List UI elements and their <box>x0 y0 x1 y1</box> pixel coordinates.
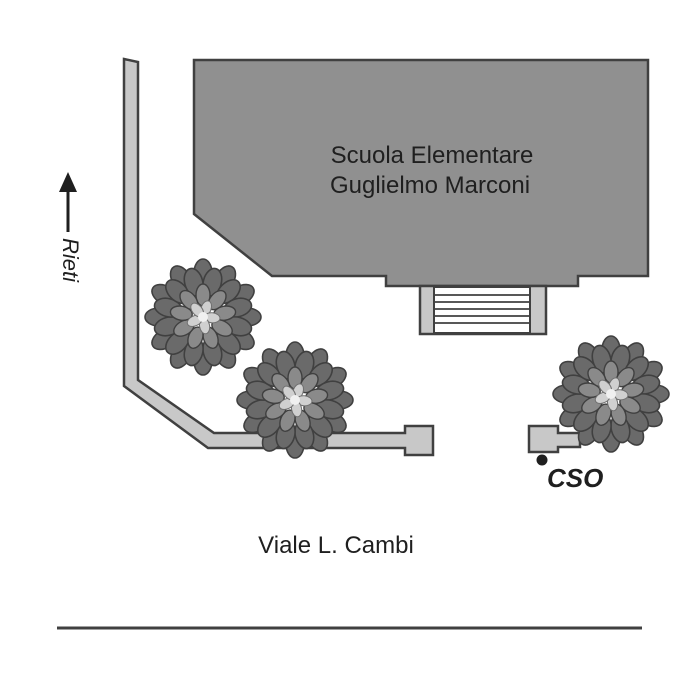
tree-1 <box>144 258 262 376</box>
direction-label: Rieti <box>58 238 83 283</box>
wall-stub <box>527 424 582 454</box>
arrow-up-icon <box>59 172 77 232</box>
cso-label: CSO <box>547 463 603 493</box>
school-name-line2: Guglielmo Marconi <box>330 172 530 199</box>
boundary-wall <box>122 57 435 457</box>
street-name: Viale L. Cambi <box>258 532 414 559</box>
entrance-steps <box>418 284 548 336</box>
point-marker-icon <box>536 454 548 466</box>
school-name-line1: Scuola Elementare <box>331 142 534 169</box>
